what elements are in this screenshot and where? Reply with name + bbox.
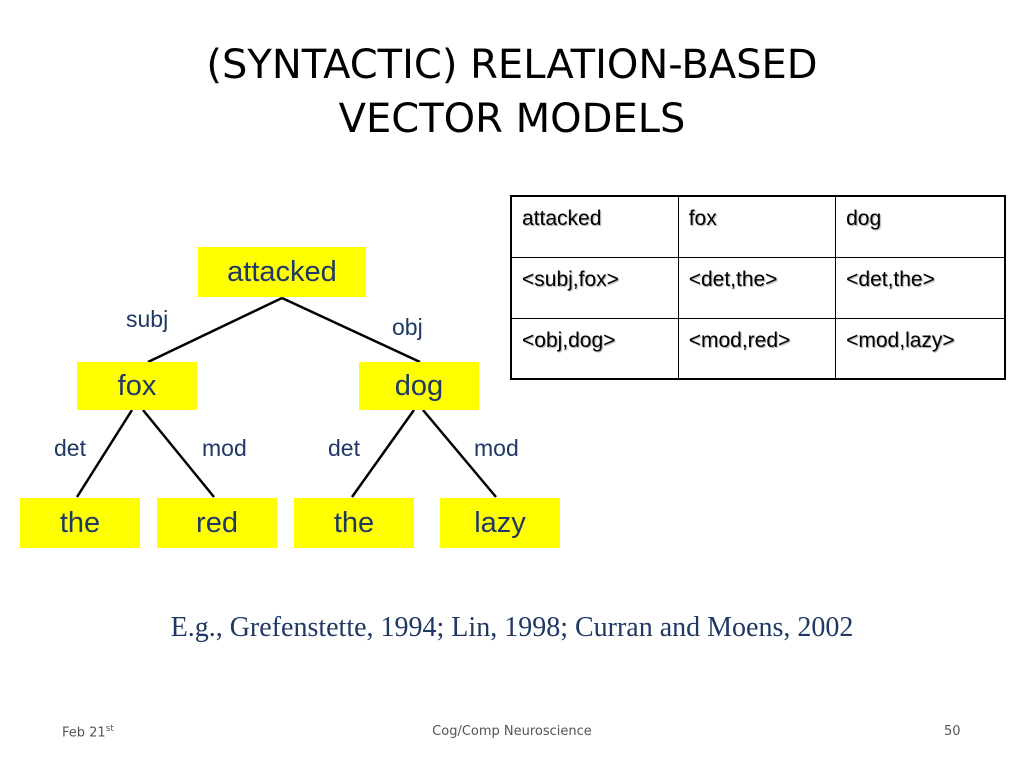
table-cell: <subj,fox>	[510, 256, 679, 319]
edge-line-det-fox	[75, 409, 134, 498]
edge-line-subj	[147, 296, 283, 364]
footer-page-number: 50	[944, 724, 961, 739]
tree-node-red: red	[157, 498, 277, 548]
footer-course: Cog/Comp Neuroscience	[432, 724, 592, 739]
title-line-1: (SYNTACTIC) RELATION-BASED	[206, 42, 818, 88]
tree-node-the-2: the	[294, 498, 414, 548]
edge-line-obj	[281, 296, 421, 364]
table-cell: <mod,lazy>	[835, 317, 1006, 380]
edge-line-det-dog	[350, 409, 416, 498]
footer-date-main: Feb 21	[62, 725, 106, 741]
edge-label-det-fox: det	[54, 435, 86, 461]
tree-node-the-1: the	[20, 498, 140, 548]
tree-node-attacked: attacked	[198, 247, 366, 297]
tree-node-lazy: lazy	[440, 498, 560, 548]
edge-label-mod-fox: mod	[202, 435, 247, 461]
tree-node-dog: dog	[359, 362, 479, 410]
table-cell: <det,the>	[677, 256, 837, 319]
title-line-2: VECTOR MODELS	[338, 96, 686, 142]
edge-label-det-dog: det	[328, 435, 360, 461]
footer-date: Feb 21st	[62, 724, 114, 740]
table-cell: <mod,red>	[677, 317, 837, 380]
edge-label-subj: subj	[126, 306, 169, 332]
slide-title: (SYNTACTIC) RELATION-BASED VECTOR MODELS	[0, 38, 1024, 146]
edge-line-mod-fox	[142, 409, 215, 498]
table-row: attacked fox dog	[510, 195, 1006, 258]
tree-node-fox: fox	[77, 362, 197, 410]
citation: E.g., Grefenstette, 1994; Lin, 1998; Cur…	[170, 612, 854, 643]
vector-table: attacked fox dog <subj,fox> <det,the> <d…	[510, 195, 1006, 380]
table-row: <obj,dog> <mod,red> <mod,lazy>	[510, 317, 1006, 380]
table-row: <subj,fox> <det,the> <det,the>	[510, 256, 1006, 319]
edge-label-obj: obj	[392, 314, 423, 340]
edge-line-mod-dog	[422, 409, 497, 498]
table-cell: <det,the>	[835, 256, 1006, 319]
table-cell: fox	[677, 195, 837, 258]
table-cell: <obj,dog>	[510, 317, 679, 380]
table-cell: attacked	[510, 195, 679, 258]
footer-date-suffix: st	[105, 724, 114, 734]
edge-label-mod-dog: mod	[474, 435, 519, 461]
table-cell: dog	[835, 195, 1006, 258]
